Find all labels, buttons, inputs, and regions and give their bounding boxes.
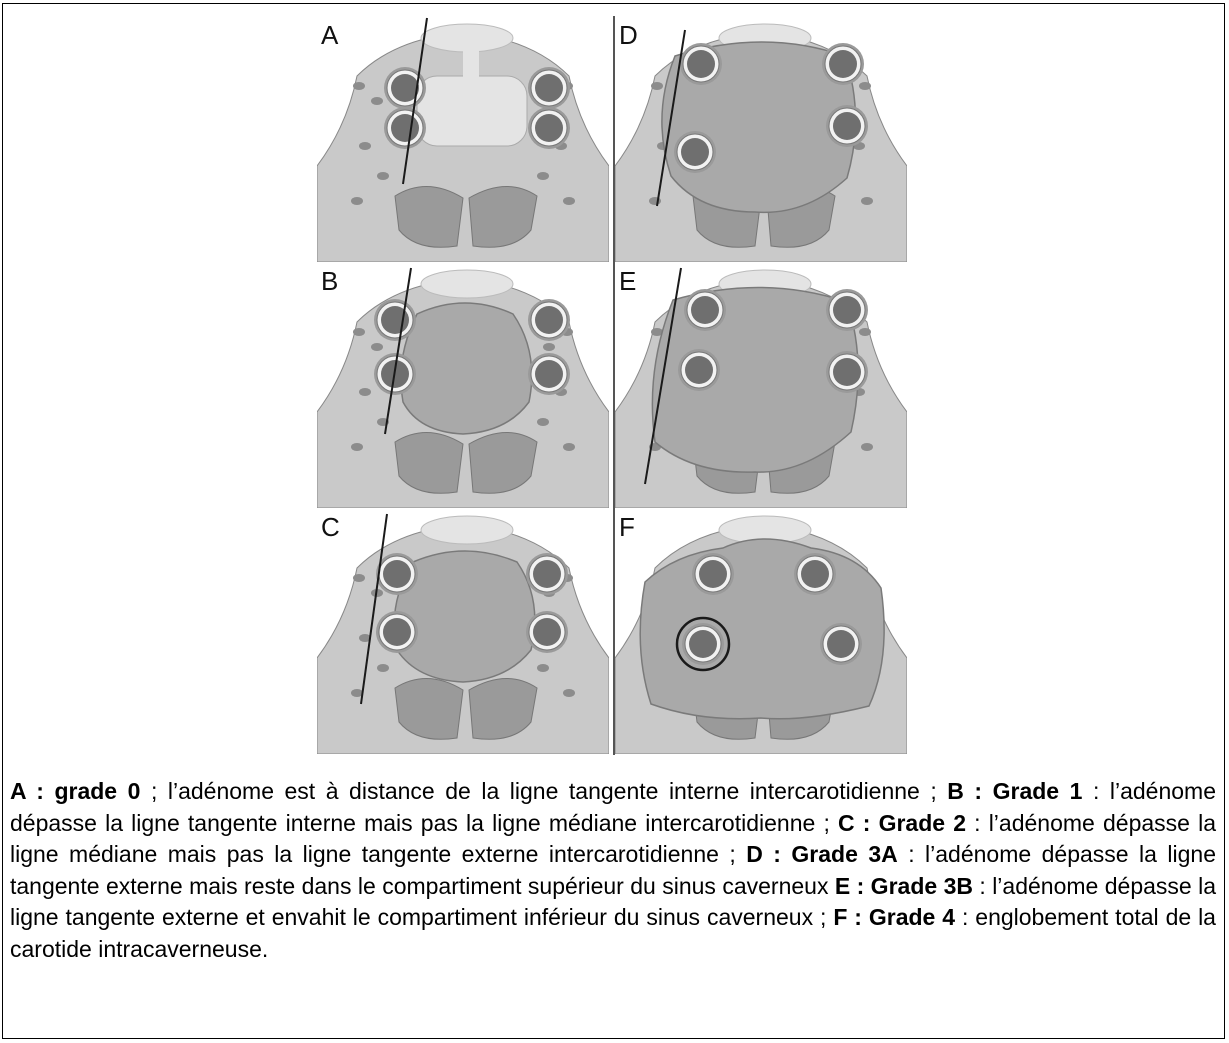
panel-f-illustration xyxy=(615,508,907,754)
sinus-mark xyxy=(371,343,383,351)
sinus-mark xyxy=(353,82,365,90)
carotid-artery-lumen xyxy=(383,618,411,646)
adenoma xyxy=(401,303,532,434)
carotid-artery-lumen xyxy=(535,114,563,142)
panel-c: C xyxy=(317,508,609,754)
sinus-mark xyxy=(353,574,365,582)
caption-label-d: D : Grade 3A xyxy=(746,841,898,867)
sinus-mark xyxy=(563,443,575,451)
carotid-artery-lumen xyxy=(827,630,855,658)
carotid-artery-lumen xyxy=(383,560,411,588)
sinus-mark xyxy=(861,443,873,451)
carotid-artery-lumen xyxy=(833,296,861,324)
optic-chiasm xyxy=(421,516,513,544)
sinus-mark xyxy=(537,172,549,180)
sinus-mark xyxy=(377,664,389,672)
sinus-mark xyxy=(353,328,365,336)
carotid-artery-lumen xyxy=(829,50,857,78)
panel-c-letter: C xyxy=(321,512,340,543)
sinus-mark xyxy=(651,82,663,90)
sinus-mark xyxy=(359,388,371,396)
panel-d-illustration xyxy=(615,16,907,262)
sinus-mark xyxy=(859,328,871,336)
carotid-artery-lumen xyxy=(833,358,861,386)
pituitary-gland xyxy=(417,76,527,146)
carotid-artery-lumen xyxy=(691,296,719,324)
caption-label-a: A : grade 0 xyxy=(10,778,140,804)
sinus-mark xyxy=(371,97,383,105)
panel-b-illustration xyxy=(317,262,609,508)
sinus-mark xyxy=(351,443,363,451)
caption-label-f: F : Grade 4 xyxy=(833,904,955,930)
sinus-mark xyxy=(537,664,549,672)
sinus-mark xyxy=(537,418,549,426)
sinus-mark xyxy=(543,343,555,351)
sinus-mark xyxy=(563,689,575,697)
panel-a-letter: A xyxy=(321,20,338,51)
carotid-artery-lumen xyxy=(685,356,713,384)
panel-a-illustration xyxy=(317,16,609,262)
carotid-artery-lumen xyxy=(533,560,561,588)
panel-e-letter: E xyxy=(619,266,636,297)
sinus-mark xyxy=(859,82,871,90)
panel-f-letter: F xyxy=(619,512,635,543)
sinus-mark xyxy=(563,197,575,205)
carotid-artery-lumen xyxy=(699,560,727,588)
column-divider xyxy=(613,16,615,755)
carotid-artery-lumen xyxy=(687,50,715,78)
carotid-artery-lumen xyxy=(391,114,419,142)
panel-b: B xyxy=(317,262,609,508)
figure-caption: A : grade 0 ; l’adénome est à distance d… xyxy=(10,776,1216,965)
caption-text-a: ; l’adénome est à distance de la ligne t… xyxy=(140,778,947,804)
carotid-artery-lumen xyxy=(533,618,561,646)
panel-a: A xyxy=(317,16,609,262)
carotid-artery-lumen xyxy=(801,560,829,588)
caption-label-e: E : Grade 3B xyxy=(835,873,973,899)
panel-c-illustration xyxy=(317,508,609,754)
knosp-classification-figure: A B C D E F xyxy=(317,16,907,755)
caption-label-b: B : Grade 1 xyxy=(947,778,1082,804)
carotid-artery-lumen xyxy=(535,306,563,334)
panel-d-letter: D xyxy=(619,20,638,51)
panel-f: F xyxy=(615,508,907,754)
carotid-artery-lumen xyxy=(681,138,709,166)
sinus-mark xyxy=(351,197,363,205)
optic-chiasm xyxy=(421,270,513,298)
carotid-artery-lumen xyxy=(833,112,861,140)
sinus-mark xyxy=(377,172,389,180)
panel-e-illustration xyxy=(615,262,907,508)
sinus-mark xyxy=(861,197,873,205)
pituitary-stalk xyxy=(463,46,479,78)
caption-label-c: C : Grade 2 xyxy=(838,810,966,836)
panel-e: E xyxy=(615,262,907,508)
sinus-mark xyxy=(359,142,371,150)
carotid-artery-lumen xyxy=(535,360,563,388)
carotid-artery-lumen xyxy=(689,630,717,658)
panel-b-letter: B xyxy=(321,266,338,297)
panel-d: D xyxy=(615,16,907,262)
carotid-artery-lumen xyxy=(535,74,563,102)
